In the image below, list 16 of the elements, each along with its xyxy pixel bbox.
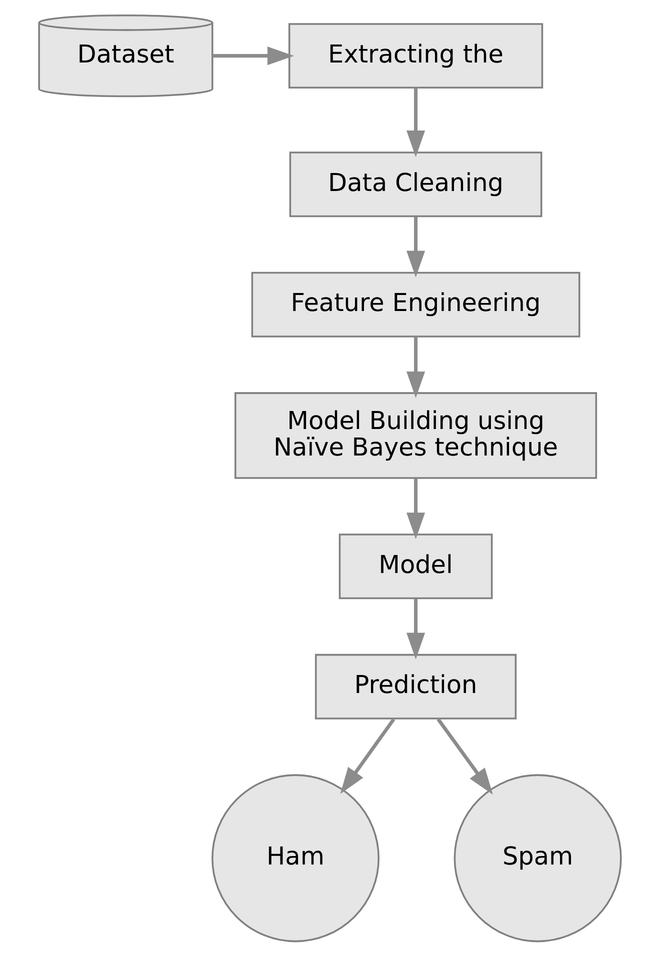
node-box: Extracting the: [288, 23, 544, 89]
arrow: [406, 478, 426, 540]
node-circle: Spam: [454, 774, 622, 942]
arrow: [436, 718, 493, 795]
node-box: Model: [338, 534, 493, 600]
node-circle: Ham: [212, 774, 380, 942]
arrow: [406, 336, 426, 398]
arrow: [340, 718, 396, 794]
arrow: [406, 598, 426, 660]
arrow: [212, 46, 294, 66]
node-box: Model Building using Naïve Bayes technique: [234, 392, 598, 479]
arrow: [406, 88, 426, 158]
node-box: Data Cleaning: [289, 152, 542, 218]
arrow: [406, 216, 426, 278]
node-box: Feature Engineering: [251, 272, 580, 338]
node-box: Prediction: [314, 654, 517, 720]
